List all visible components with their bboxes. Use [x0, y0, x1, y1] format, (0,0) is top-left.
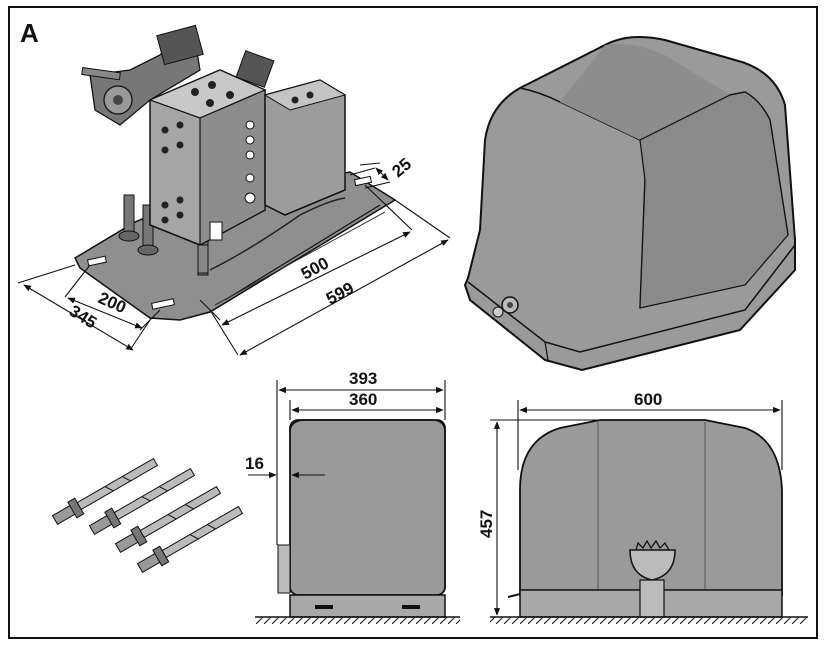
- dim-25: 25: [388, 154, 415, 181]
- front-view: [490, 419, 808, 624]
- dim-360: 360: [349, 390, 377, 409]
- dim-393: 393: [349, 369, 377, 388]
- anchor-bolts: [51, 457, 244, 574]
- dim-599: 599: [323, 278, 357, 308]
- anchor-bolt: [51, 457, 159, 526]
- side-view-dimensions: [248, 380, 446, 545]
- top-view-dimensions: [17, 162, 451, 356]
- anchor-bolt: [88, 467, 196, 536]
- motor-assembly-view: [74, 24, 397, 321]
- anchor-bolt: [136, 505, 244, 574]
- dim-457: 457: [477, 510, 496, 538]
- dim-500: 500: [298, 253, 332, 283]
- side-view: [255, 419, 460, 624]
- dim-600: 600: [634, 390, 662, 409]
- figure-border: [8, 6, 818, 639]
- anchor-bolt: [114, 485, 222, 554]
- figure-label: A: [20, 18, 39, 48]
- cover-perspective-view: [463, 35, 796, 372]
- dim-16: 16: [245, 454, 264, 473]
- front-view-dimensions: [490, 400, 783, 616]
